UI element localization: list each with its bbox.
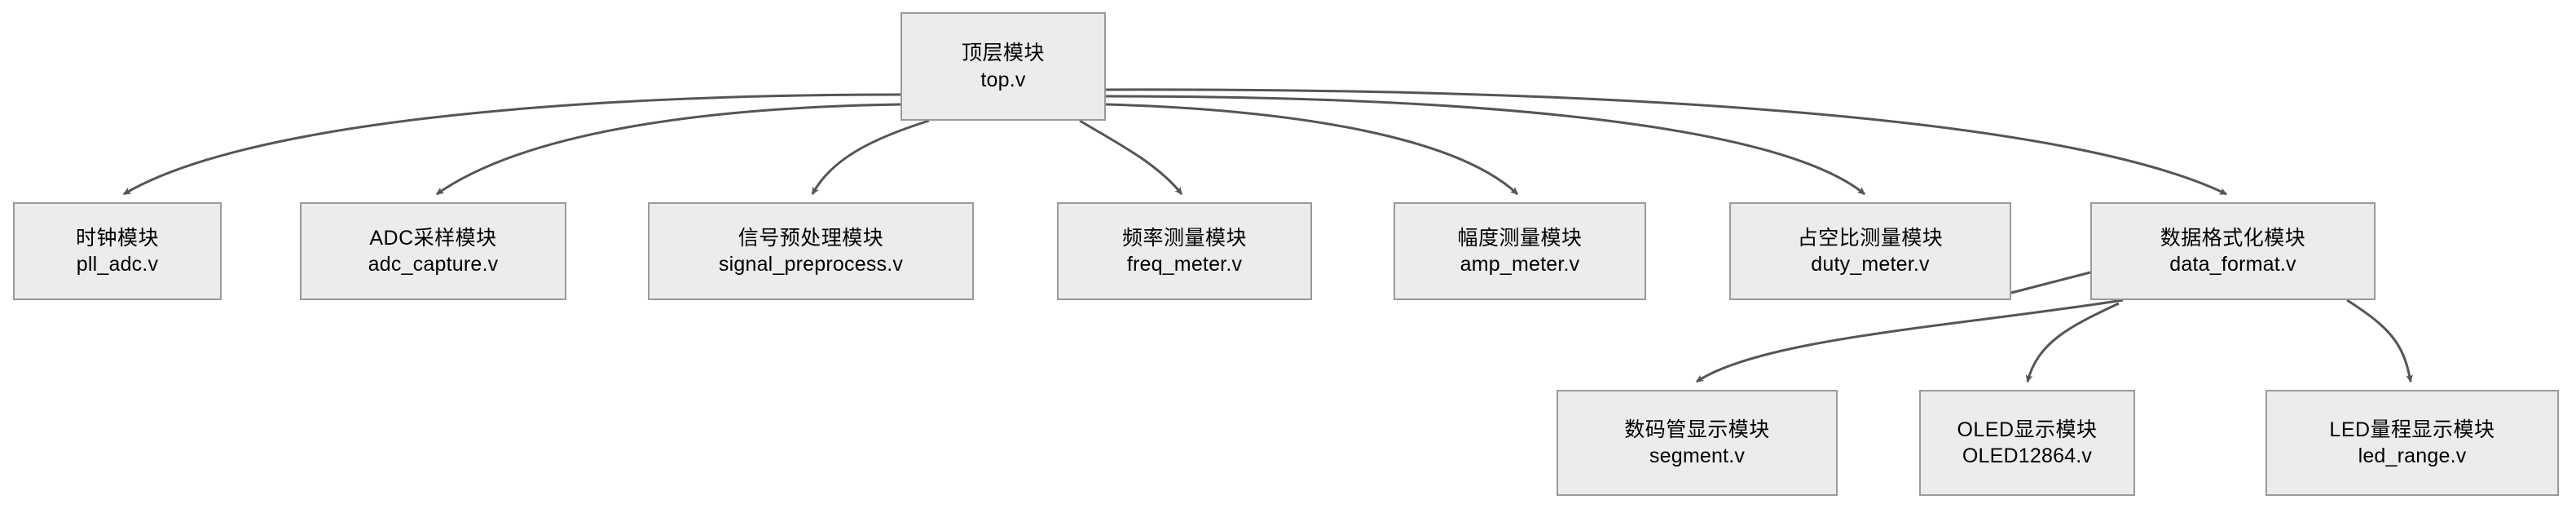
edge-duty_meter-to-data_format xyxy=(2010,271,2091,294)
edge-data_format-to-segment xyxy=(1695,299,2124,383)
edge-top-to-pll_adc xyxy=(122,93,901,196)
edge-top-to-adc_capture xyxy=(435,103,901,196)
edge-top-to-freq_meter xyxy=(1079,119,1183,196)
node-filename: pll_adc.v xyxy=(76,253,159,276)
node-title: 信号预处理模块 xyxy=(738,226,884,250)
node-amp_meter[interactable]: 幅度测量模块 amp_meter.v xyxy=(1394,202,1646,300)
node-segment[interactable]: 数码管显示模块 segment.v xyxy=(1557,390,1838,496)
node-freq_meter[interactable]: 频率测量模块 freq_meter.v xyxy=(1057,202,1312,300)
node-filename: segment.v xyxy=(1649,444,1746,467)
node-filename: led_range.v xyxy=(2358,444,2467,467)
node-title: 数据格式化模块 xyxy=(2160,226,2306,250)
node-led_range[interactable]: LED量程显示模块 led_range.v xyxy=(2266,390,2559,496)
node-adc_capture[interactable]: ADC采样模块 adc_capture.v xyxy=(300,202,566,300)
node-title: 频率测量模块 xyxy=(1121,226,1247,250)
edge-top-to-signal_preprocess xyxy=(811,119,930,196)
node-title: LED量程显示模块 xyxy=(2329,418,2495,441)
node-title: OLED显示模块 xyxy=(1957,418,2098,441)
edge-data_format-to-oled xyxy=(2025,302,2120,383)
node-top[interactable]: 顶层模块 top.v xyxy=(900,12,1106,121)
node-title: 幅度测量模块 xyxy=(1457,226,1583,250)
node-filename: OLED12864.v xyxy=(1962,444,2093,467)
node-filename: amp_meter.v xyxy=(1460,253,1580,276)
node-title: ADC采样模块 xyxy=(369,226,497,250)
node-filename: adc_capture.v xyxy=(368,253,499,276)
node-title: 数码管显示模块 xyxy=(1624,418,1770,441)
node-duty_meter[interactable]: 占空比测量模块 duty_meter.v xyxy=(1729,202,2011,300)
node-signal_preprocess[interactable]: 信号预处理模块 signal_preprocess.v xyxy=(648,202,974,300)
edge-top-to-amp_meter xyxy=(1105,103,1519,196)
node-title: 时钟模块 xyxy=(75,226,159,250)
node-data_format[interactable]: 数据格式化模块 data_format.v xyxy=(2090,202,2376,300)
edge-top-to-duty_meter xyxy=(1105,95,1866,196)
node-filename: data_format.v xyxy=(2169,253,2296,276)
node-filename: signal_preprocess.v xyxy=(718,253,904,276)
edge-data_format-to-led_range xyxy=(2346,299,2413,383)
node-oled[interactable]: OLED显示模块 OLED12864.v xyxy=(1919,390,2135,496)
node-filename: freq_meter.v xyxy=(1126,253,1243,276)
edge-top-to-data_format xyxy=(1105,88,2228,196)
node-title: 占空比测量模块 xyxy=(1797,226,1944,250)
node-pll_adc[interactable]: 时钟模块 pll_adc.v xyxy=(13,202,222,300)
node-filename: top.v xyxy=(980,68,1026,91)
node-filename: duty_meter.v xyxy=(1811,253,1930,276)
node-title: 顶层模块 xyxy=(961,42,1045,64)
